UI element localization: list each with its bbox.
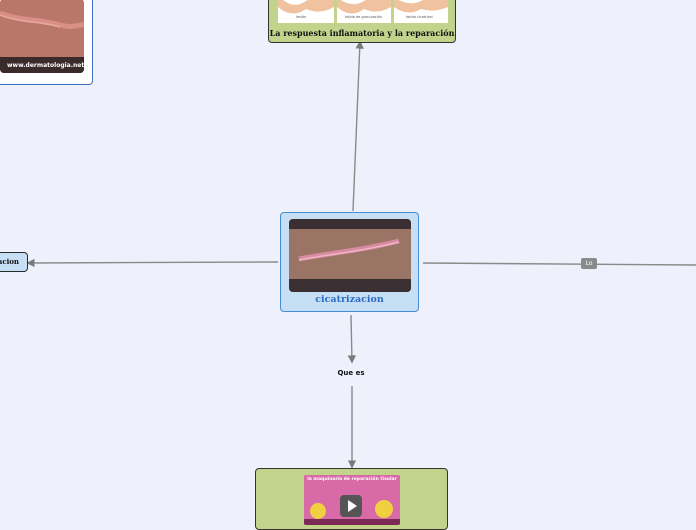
diagram-panel-3: tejido cicatrizal — [394, 0, 448, 23]
connector-label: Lo — [581, 258, 597, 269]
scar-photo — [0, 0, 84, 73]
connector-center-left — [26, 258, 279, 268]
panel-label: tejido cicatrizal — [406, 15, 433, 19]
diagram-panel-2: tejido de granulación — [337, 0, 391, 23]
connector-center-quees — [347, 314, 357, 364]
dermatologia-image-node[interactable]: www.dermatologia.net — [0, 0, 93, 85]
image-caption: www.dermatologia.net — [7, 62, 85, 69]
panel-label: lesión — [296, 15, 307, 19]
diagram-panel-1: lesión — [278, 0, 334, 23]
inflamatoria-node[interactable]: lesión tejido de granulación tejido cica… — [268, 0, 456, 43]
left-node[interactable]: racion — [0, 252, 28, 272]
node-label: La respuesta inflamatoria y la reparació… — [269, 28, 455, 38]
connector-center-top — [352, 40, 364, 212]
node-label: cicatrizacion — [315, 294, 384, 305]
panel-label: tejido de granulación — [345, 15, 383, 19]
video-title: la maquinaria de reparación tisular — [307, 477, 397, 482]
connector-center-right — [422, 262, 696, 266]
node-label: racion — [0, 257, 19, 266]
que-es-node[interactable]: Que es — [337, 369, 365, 377]
video-thumbnail[interactable]: la maquinaria de reparación tisular — [304, 475, 400, 525]
play-icon[interactable] — [340, 495, 362, 517]
cicatrizacion-node[interactable]: cicatrizacion — [280, 212, 419, 312]
video-node[interactable]: la maquinaria de reparación tisular — [255, 468, 448, 530]
scar-photo — [289, 219, 411, 292]
